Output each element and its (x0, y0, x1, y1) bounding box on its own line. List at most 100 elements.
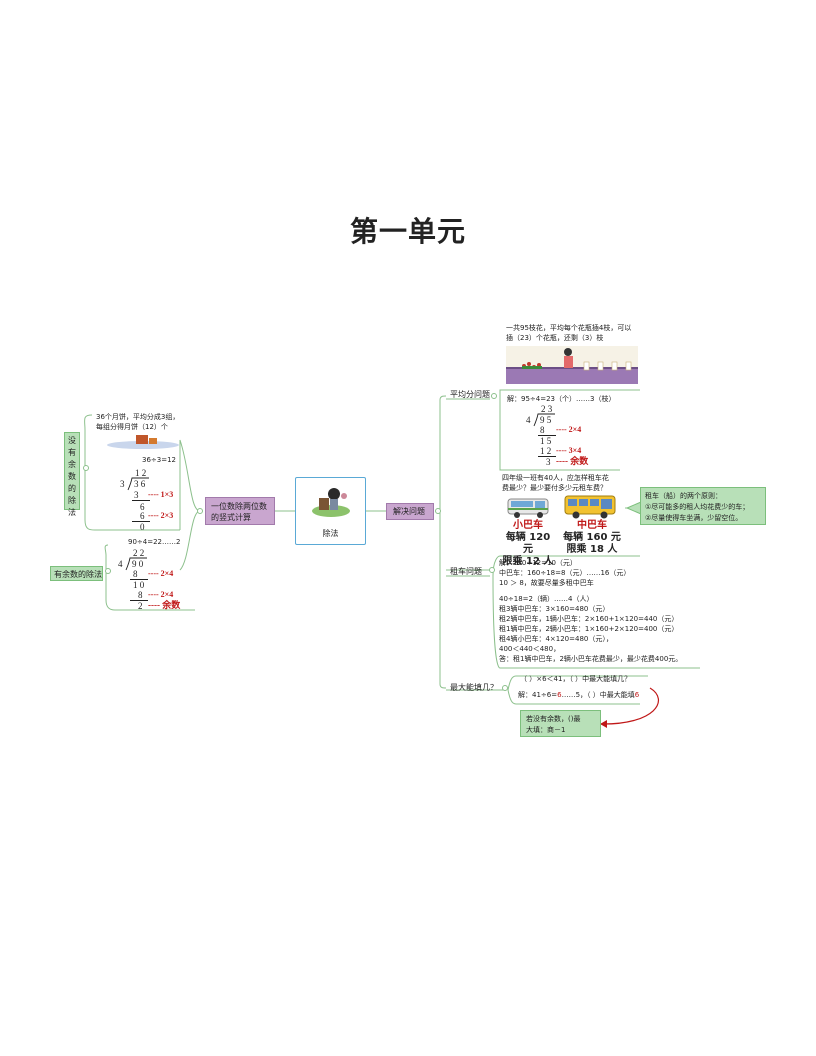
rent-solution-line: 答：租1辆中巴车，2辆小巴车花费最少，最少花费400元。 (499, 655, 683, 663)
rent-solution-line: 租4辆小巴车：4×120=480（元）， (499, 635, 613, 643)
avg-solution: 解：95÷4=23（个）……3（枝） (507, 395, 616, 403)
rent-solution-line: 400＜440＜480， (499, 645, 561, 653)
mid-bus-name: 中巴车 (577, 520, 607, 531)
row3: 6 (140, 511, 145, 521)
mid-bus-info: 中巴车 每辆 160 元 限乘 18 人 (563, 520, 621, 556)
row1: 8 (133, 569, 138, 579)
collapse-dot[interactable] (491, 393, 497, 399)
right-main-node[interactable]: 解决问题 (386, 503, 434, 520)
rent-principles-callout: 租车（船）的两个原则： ①尽可能多的租人均花费少的车； ②尽量使得车坐满，少留空… (640, 487, 766, 525)
row2: 1 0 (133, 580, 145, 590)
flower-vase-illustration (506, 346, 638, 384)
quotient: 1 2 (135, 468, 147, 478)
collapse-dot[interactable] (83, 465, 89, 471)
rule (538, 456, 556, 457)
max-tip-1: 若没有余数，()最 (526, 715, 581, 723)
calc-no-remainder: 1 2 3 3 6 3 ---- 1×3 6 6 ---- 2×3 0 (118, 468, 198, 532)
quotient: 2 2 (133, 548, 145, 558)
no-remainder-problem-1: 36个月饼，平均分成3组， (96, 413, 180, 421)
mid-bus-illustration (564, 495, 616, 519)
rent-solution-line: 中巴车：160÷18=8（元）……16（元） (499, 569, 631, 577)
rule (130, 579, 148, 580)
rent-solution: 解：120÷12=10（元） 中巴车：160÷18=8（元）……16（元） 10… (499, 558, 699, 664)
rule (132, 521, 150, 522)
collapse-dot[interactable] (502, 685, 508, 691)
mid-bus-limit: 限乘 18 人 (566, 544, 618, 555)
rule (130, 600, 148, 601)
max-question: （ ）×6＜41，（ ）中最大能填几？ (520, 675, 632, 683)
avg-branch-label[interactable]: 平均分问题 (450, 390, 490, 399)
rule (132, 500, 150, 501)
rent-solution-line: 租3辆中巴车：3×160=480（元） (499, 605, 610, 613)
row4: 0 (140, 522, 145, 532)
rent-solution-line: 40÷18=2（辆）……4（人） (499, 595, 594, 603)
principle-title: 租车（船）的两个原则： (645, 492, 722, 500)
collapse-dot[interactable] (489, 567, 495, 573)
principle-1: ①尽可能多的租人均花费少的车； (645, 503, 750, 511)
row3: 1 2 (540, 446, 552, 456)
max-solution-b: 6 (557, 691, 562, 699)
max-solution-d: 6 (634, 691, 640, 699)
left-main-line2: 的竖式计算 (211, 513, 251, 522)
page-title: 第一单元 (349, 215, 466, 248)
division-bracket (127, 477, 149, 491)
divisor: 4 (526, 415, 531, 425)
rent-solution-line: 租1辆中巴车，2辆小巴车：1×160+2×120=400（元） (499, 625, 679, 633)
calc-avg: 2 3 4 9 5 8 ---- 2×4 1 5 1 2 ---- 3×4 3 … (524, 404, 614, 468)
rent-solution-line: 解：120÷12=10（元） (499, 559, 577, 567)
max-branch-label[interactable]: 最大能填几？ (450, 683, 498, 692)
avg-problem-1: 一共95枝花，平均每个花瓶插4枝，可以 (506, 324, 632, 332)
principle-2: ②尽量使得车坐满，少留空位。 (645, 514, 743, 522)
division-bracket (125, 557, 147, 571)
row3: 8 (138, 590, 143, 600)
with-remainder-label[interactable]: 有余数的除法 (50, 566, 103, 581)
rent-branch-label[interactable]: 租车问题 (450, 567, 482, 576)
division-bracket (533, 413, 555, 427)
max-solution-c: ……5，（ ）中最大能填 (561, 691, 635, 699)
rule (538, 435, 556, 436)
no-remainder-text: 没有余数的除法 (68, 436, 76, 517)
note3: ---- 余数 (556, 456, 589, 466)
collapse-dot[interactable] (105, 568, 111, 574)
small-bus-illustration (507, 498, 549, 518)
rent-problem-1: 四年级一班有40人，应怎样租车花 (502, 474, 609, 482)
max-tip-2: 大填：商－1 (526, 726, 566, 734)
divisor: 4 (118, 559, 123, 569)
dividend: 3 6 (134, 479, 146, 489)
quotient: 2 3 (541, 404, 553, 414)
small-bus-price: 每辆 120 元 (505, 532, 551, 555)
rent-solution-line: 10 ＞ 8，故要尽量多租中巴车 (499, 579, 594, 587)
row2: 6 (140, 502, 145, 512)
with-remainder-equation: 90÷4=22……2 (128, 538, 181, 546)
mid-bus-price: 每辆 160 元 (563, 532, 621, 543)
rent-solution-line: 租2辆中巴车，1辆小巴车：2×160+1×120=440（元） (499, 615, 679, 623)
left-main-node[interactable]: 一位数除两位数 的竖式计算 (205, 497, 275, 525)
note2: ---- 3×4 (556, 446, 582, 455)
max-solution-a: 解：41÷6= (518, 691, 558, 699)
child-illustration (312, 488, 350, 517)
mooncake-illustration (107, 435, 179, 449)
rent-problem-2: 费最少？最少要付多少元租车费？ (502, 484, 607, 492)
small-bus-name: 小巴车 (513, 520, 543, 531)
center-node[interactable]: 除法 (295, 477, 366, 545)
no-remainder-label[interactable]: 没有余数的除法 (64, 432, 80, 517)
calc-with-remainder: 2 2 4 9 0 8 ---- 2×4 1 0 8 ---- 2×4 2 --… (116, 548, 200, 612)
row1: 8 (540, 425, 545, 435)
max-tip-box: 若没有余数，()最 大填：商－1 (520, 710, 601, 737)
note1: ---- 2×4 (148, 569, 174, 578)
row2: 1 5 (540, 436, 552, 446)
row4: 3 (546, 457, 551, 467)
note2: ---- 2×4 (148, 590, 174, 599)
dividend: 9 5 (540, 415, 552, 425)
max-solution: 解：41÷6=6……5，（ ）中最大能填6 (518, 690, 639, 700)
center-label: 除法 (322, 529, 339, 538)
small-bus-limit: 限乘 12 人 (502, 556, 554, 567)
note1: ---- 1×3 (148, 490, 174, 499)
note3: ---- 余数 (148, 600, 181, 610)
collapse-dot[interactable] (435, 508, 441, 514)
collapse-dot[interactable] (197, 508, 203, 514)
no-remainder-problem-2: 每组分得月饼（12）个 (96, 423, 168, 431)
dividend: 9 0 (132, 559, 144, 569)
no-remainder-equation: 36÷3=12 (142, 456, 176, 464)
